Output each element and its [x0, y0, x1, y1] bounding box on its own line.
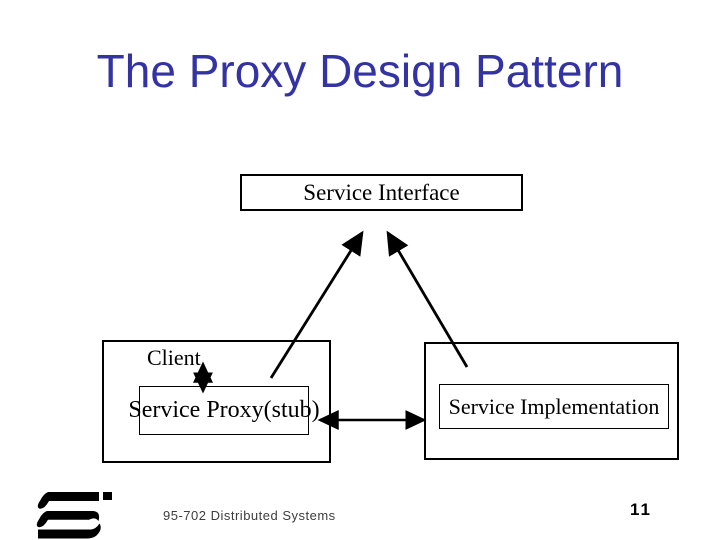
service-proxy-label: Service Proxy(stub) [128, 397, 320, 423]
school-logo-icon [36, 492, 112, 539]
service-proxy-box: Service Proxy(stub) [128, 386, 320, 435]
footer-course-label: 95-702 Distributed Systems [163, 508, 336, 523]
service-interface-box: Service Interface [240, 174, 523, 211]
client-label: Client [147, 345, 201, 370]
service-interface-label: Service Interface [303, 179, 460, 205]
service-implementation-box: Service Implementation [439, 384, 669, 429]
slide-title: The Proxy Design Pattern [96, 45, 624, 97]
service-implementation-label: Service Implementation [448, 393, 660, 419]
service-implementation-outer-box: Service Implementation [424, 342, 679, 460]
client-box: Client Service Proxy(stub) [102, 340, 331, 463]
page-number: 11 [630, 500, 652, 519]
